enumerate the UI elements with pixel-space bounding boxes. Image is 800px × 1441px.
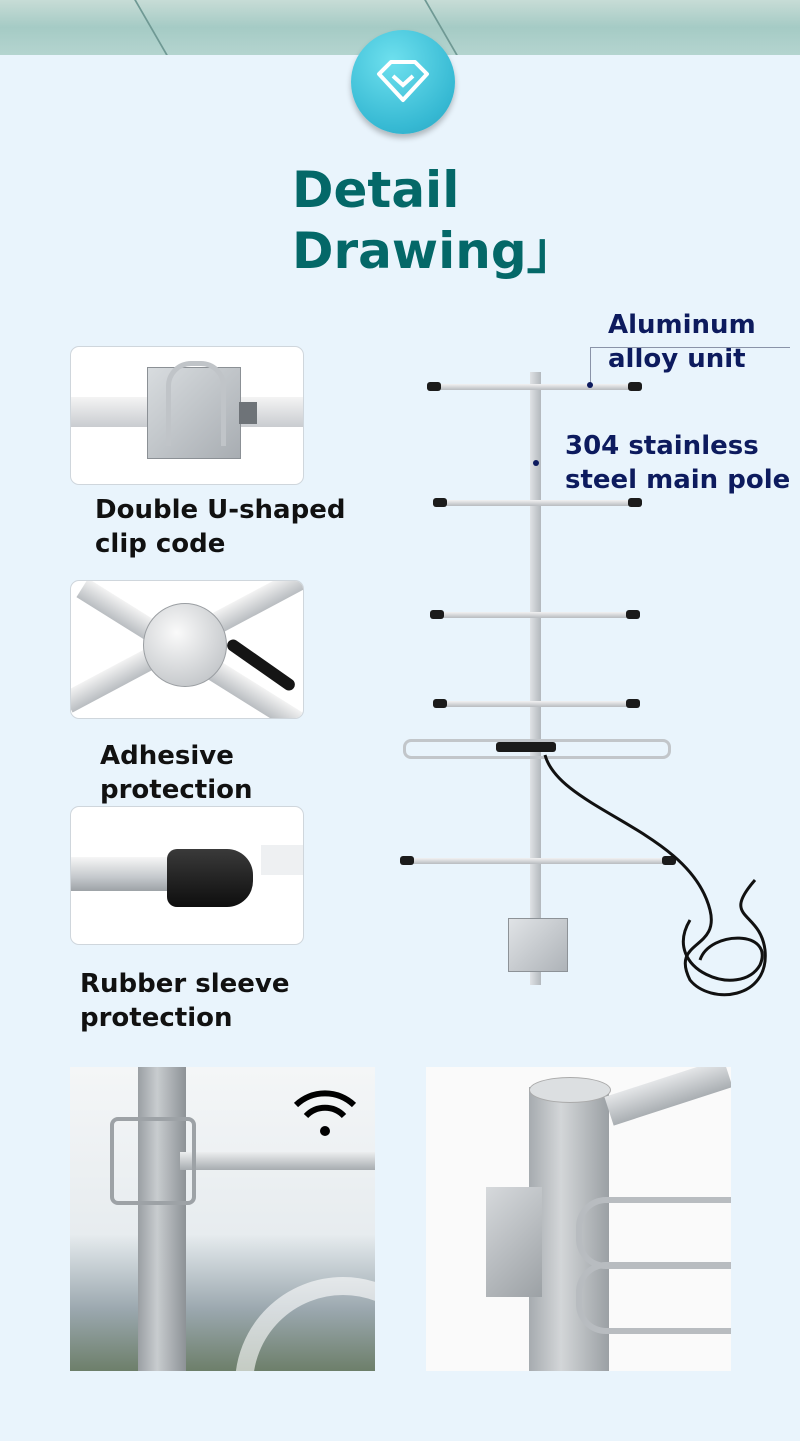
callout-steel-line2: steel main pole [565,465,791,495]
detail-image-u-clip [70,346,304,485]
detail-label-3-line1: Rubber sleeve [80,969,290,999]
detail-label-1-line2: clip code [95,529,226,559]
page-title-line1: Detail [292,161,460,219]
banner-line [134,0,168,55]
badge [351,30,455,134]
detail-label-3-line2: protection [80,1003,233,1033]
detail-label-2-line2: protection [100,775,253,805]
detail-image-rubber-sleeve [70,806,304,945]
detail-label-2-line1: Adhesive [100,741,234,771]
wifi-icon [293,1090,357,1136]
photo-mounted-antenna [70,1067,375,1371]
page-title-line2: Drawing」 [292,222,577,280]
photo-pole-mount-closeup [426,1067,731,1371]
callout-steel-line1: 304 stainless [565,431,759,461]
callout-dot [587,382,593,388]
callout-dot [533,460,539,466]
callout-line [590,347,790,348]
detail-image-adhesive [70,580,304,719]
callout-line [590,347,591,385]
detail-label-1-line1: Double U-shaped [95,495,346,525]
callout-aluminum-line2: alloy unit [608,344,746,374]
diamond-check-icon [377,60,429,102]
callout-aluminum-line1: Aluminum [608,310,756,340]
cable-icon [543,754,767,997]
